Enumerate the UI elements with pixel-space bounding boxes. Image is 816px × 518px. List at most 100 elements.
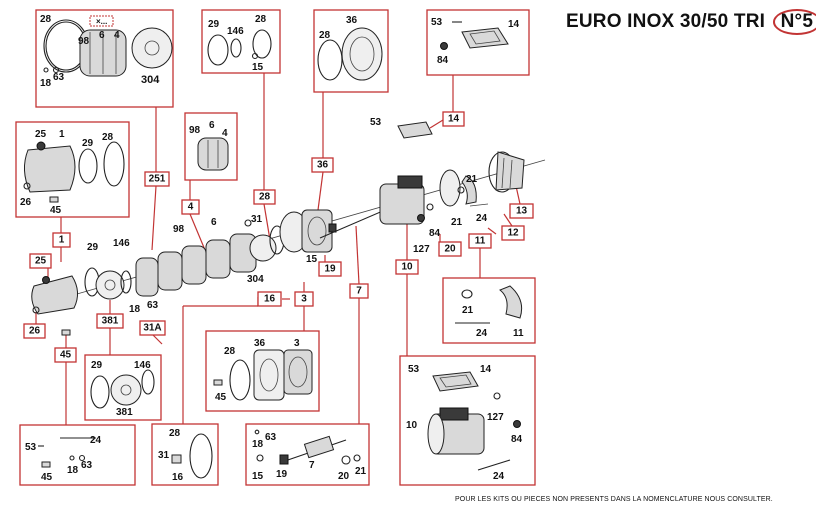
lbl-28: 28 xyxy=(319,30,331,41)
lbl-21: 21 xyxy=(451,217,463,228)
box-16: 28 31 16 xyxy=(151,423,219,486)
leader-11-part xyxy=(487,227,497,235)
terminal-cover-14 xyxy=(432,371,479,392)
lbl-63: 63 xyxy=(53,72,65,83)
lbl-18: 18 xyxy=(67,465,79,476)
clip-21 xyxy=(353,454,361,462)
lbl-14: 14 xyxy=(480,364,492,375)
pump-casing xyxy=(31,275,78,315)
leader-14-part xyxy=(429,119,444,129)
missing-mark: ×... xyxy=(96,17,107,26)
oring-29 xyxy=(90,375,110,409)
box-14-frame xyxy=(426,9,530,76)
seal-31 xyxy=(171,454,182,464)
lbl-127: 127 xyxy=(487,412,504,423)
lbl-146: 146 xyxy=(113,238,130,249)
leader-4-part xyxy=(189,213,206,251)
leader-36-part xyxy=(317,171,324,211)
box-11-frame xyxy=(442,277,536,344)
lbl-45: 45 xyxy=(215,392,227,403)
lbl-31: 31 xyxy=(251,214,263,225)
rotor xyxy=(303,435,335,459)
terminal-cover xyxy=(461,27,509,49)
screw-18 xyxy=(254,429,260,435)
tag-13: 13 xyxy=(509,203,534,219)
lbl-53: 53 xyxy=(431,17,443,28)
lbl-18: 18 xyxy=(129,304,141,315)
diffuser-304 xyxy=(131,27,173,69)
page-title: EURO INOX 30/50 TRI N°5 xyxy=(566,9,816,35)
lbl-45: 45 xyxy=(50,205,62,216)
lbl-53: 53 xyxy=(370,117,382,128)
lbl-29: 29 xyxy=(82,138,94,149)
bracket-3 xyxy=(283,349,313,395)
svg-text:3: 3 xyxy=(301,294,307,305)
svg-text:45: 45 xyxy=(60,350,72,361)
part-15 xyxy=(251,52,259,60)
oring-28 xyxy=(189,433,213,479)
box-11: 21 24 11 xyxy=(442,277,536,344)
lbl-98: 98 xyxy=(173,224,185,235)
lbl-6: 6 xyxy=(99,30,105,41)
tag-1: 1 xyxy=(52,232,71,248)
lbl-127: 127 xyxy=(413,244,430,255)
svg-text:25: 25 xyxy=(35,256,47,267)
seal-19 xyxy=(279,454,289,465)
lbl-45: 45 xyxy=(41,472,53,483)
box-36: 36 28 xyxy=(313,9,389,93)
lbl-63: 63 xyxy=(81,460,93,471)
tag-11: 11 xyxy=(468,233,492,249)
leader-13-part xyxy=(515,185,521,205)
lbl-36: 36 xyxy=(346,15,358,26)
box-10-frame xyxy=(399,355,536,486)
svg-text:20: 20 xyxy=(444,244,456,255)
oring-28b xyxy=(252,29,272,59)
svg-text:4: 4 xyxy=(188,202,194,213)
lbl-63: 63 xyxy=(265,432,277,443)
plug-26 xyxy=(23,182,31,190)
box-28: 29 146 28 15 xyxy=(201,9,281,74)
lbl-29: 29 xyxy=(208,19,220,30)
title-badge: N°5 xyxy=(772,9,816,35)
box-45: 53 24 45 18 63 xyxy=(19,424,136,486)
lbl-24: 24 xyxy=(493,471,505,482)
leader-lines xyxy=(35,73,521,425)
lbl-381: 381 xyxy=(116,407,133,418)
svg-text:10: 10 xyxy=(401,262,413,273)
diffuser-381 xyxy=(110,374,142,406)
leader-28-part xyxy=(263,203,271,241)
tag-4: 4 xyxy=(181,199,200,215)
box-7: 18 63 15 19 7 20 21 xyxy=(245,423,370,486)
box-3-frame xyxy=(205,330,320,412)
lbl-36: 36 xyxy=(254,338,266,349)
lbl-15: 15 xyxy=(252,471,264,482)
box-16-frame xyxy=(151,423,219,486)
washer-63 xyxy=(52,66,60,74)
leader-251-part xyxy=(151,185,157,251)
tag-20: 20 xyxy=(438,241,462,257)
flange-36 xyxy=(253,349,285,401)
lbl-19: 19 xyxy=(276,469,288,480)
tag-25: 25 xyxy=(29,253,52,269)
lbl-98: 98 xyxy=(189,125,201,136)
box-4-frame xyxy=(184,112,238,181)
lbl-1: 1 xyxy=(59,129,65,140)
lbl-15: 15 xyxy=(306,254,318,265)
missing-part-marker xyxy=(89,15,114,27)
screw-45 xyxy=(49,196,59,203)
lbl-21: 21 xyxy=(462,305,474,316)
lbl-63: 63 xyxy=(147,300,159,311)
lbl-29: 29 xyxy=(87,242,99,253)
tag-16: 16 xyxy=(257,291,282,307)
svg-text:1: 1 xyxy=(59,235,65,246)
rod-24 xyxy=(477,459,511,471)
pump-casing-1 xyxy=(24,145,76,193)
ring-146 xyxy=(230,38,242,58)
box-381: 29 146 381 xyxy=(84,354,162,421)
flange-36 xyxy=(341,27,383,81)
tag-14: 14 xyxy=(442,111,465,127)
svg-text:13: 13 xyxy=(516,206,528,217)
svg-text:36: 36 xyxy=(317,160,329,171)
lbl-146: 146 xyxy=(227,26,244,37)
